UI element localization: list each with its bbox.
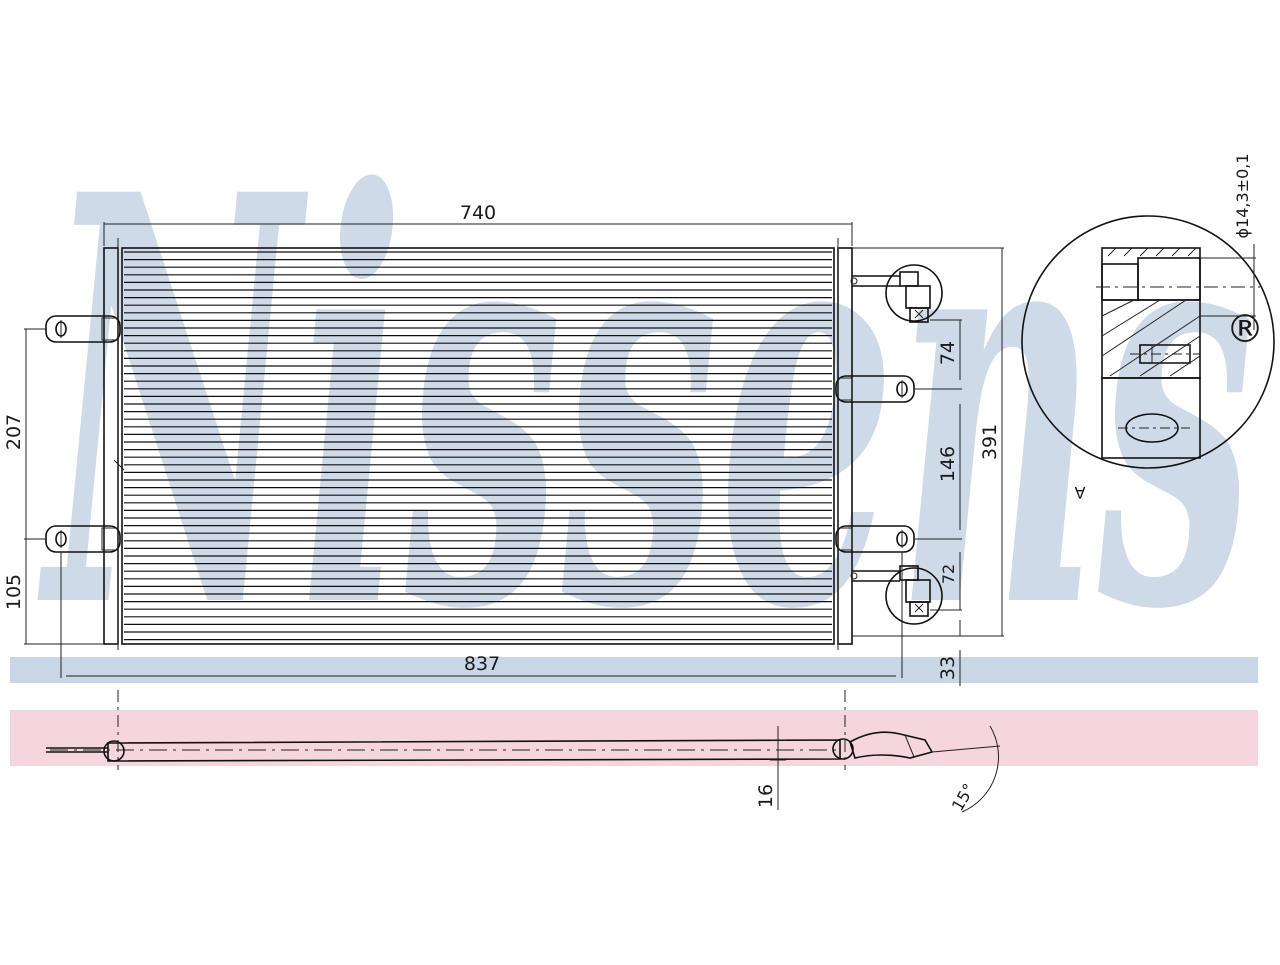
dim-pipe-spacing-top: 74: [937, 341, 959, 365]
watermark: Nissens ®: [10, 75, 1264, 766]
watermark-band-blue: [10, 657, 1258, 683]
hatching: [1101, 247, 1201, 377]
dim-bottom-offset: 33: [937, 656, 959, 680]
condenser-side-view: [46, 690, 1001, 813]
watermark-band-pink: [10, 710, 1258, 766]
dimension-labels: 740 837 391 207 105 74 146 72 33 16 15° …: [3, 153, 1252, 814]
dim-bracket-offset-left: 105: [3, 574, 25, 610]
dim-pipe-spacing-bottom: 72: [939, 564, 958, 584]
pipe-connection-top: [850, 264, 943, 323]
dim-core-width: 740: [460, 202, 496, 224]
dim-overall-width: 837: [464, 653, 500, 675]
dim-pipe-diameter: ϕ14,3±0,1: [1233, 153, 1252, 238]
core-fins: [124, 251, 832, 641]
core-outline: [121, 247, 835, 645]
condenser-front-view: [103, 238, 853, 650]
dimension-lines: [24, 222, 1004, 686]
dim-thickness: 16: [755, 784, 777, 808]
registered-mark: ®: [1226, 307, 1264, 351]
detail-label: A: [1074, 483, 1085, 502]
dim-bracket-spacing-right: 146: [937, 446, 959, 482]
dim-total-height: 391: [979, 424, 1001, 460]
dim-bracket-spacing-left: 207: [3, 414, 25, 450]
detail-view-a: [1021, 215, 1275, 469]
dim-angle: 15°: [948, 780, 979, 814]
pipe-connection-bottom: [850, 565, 943, 625]
